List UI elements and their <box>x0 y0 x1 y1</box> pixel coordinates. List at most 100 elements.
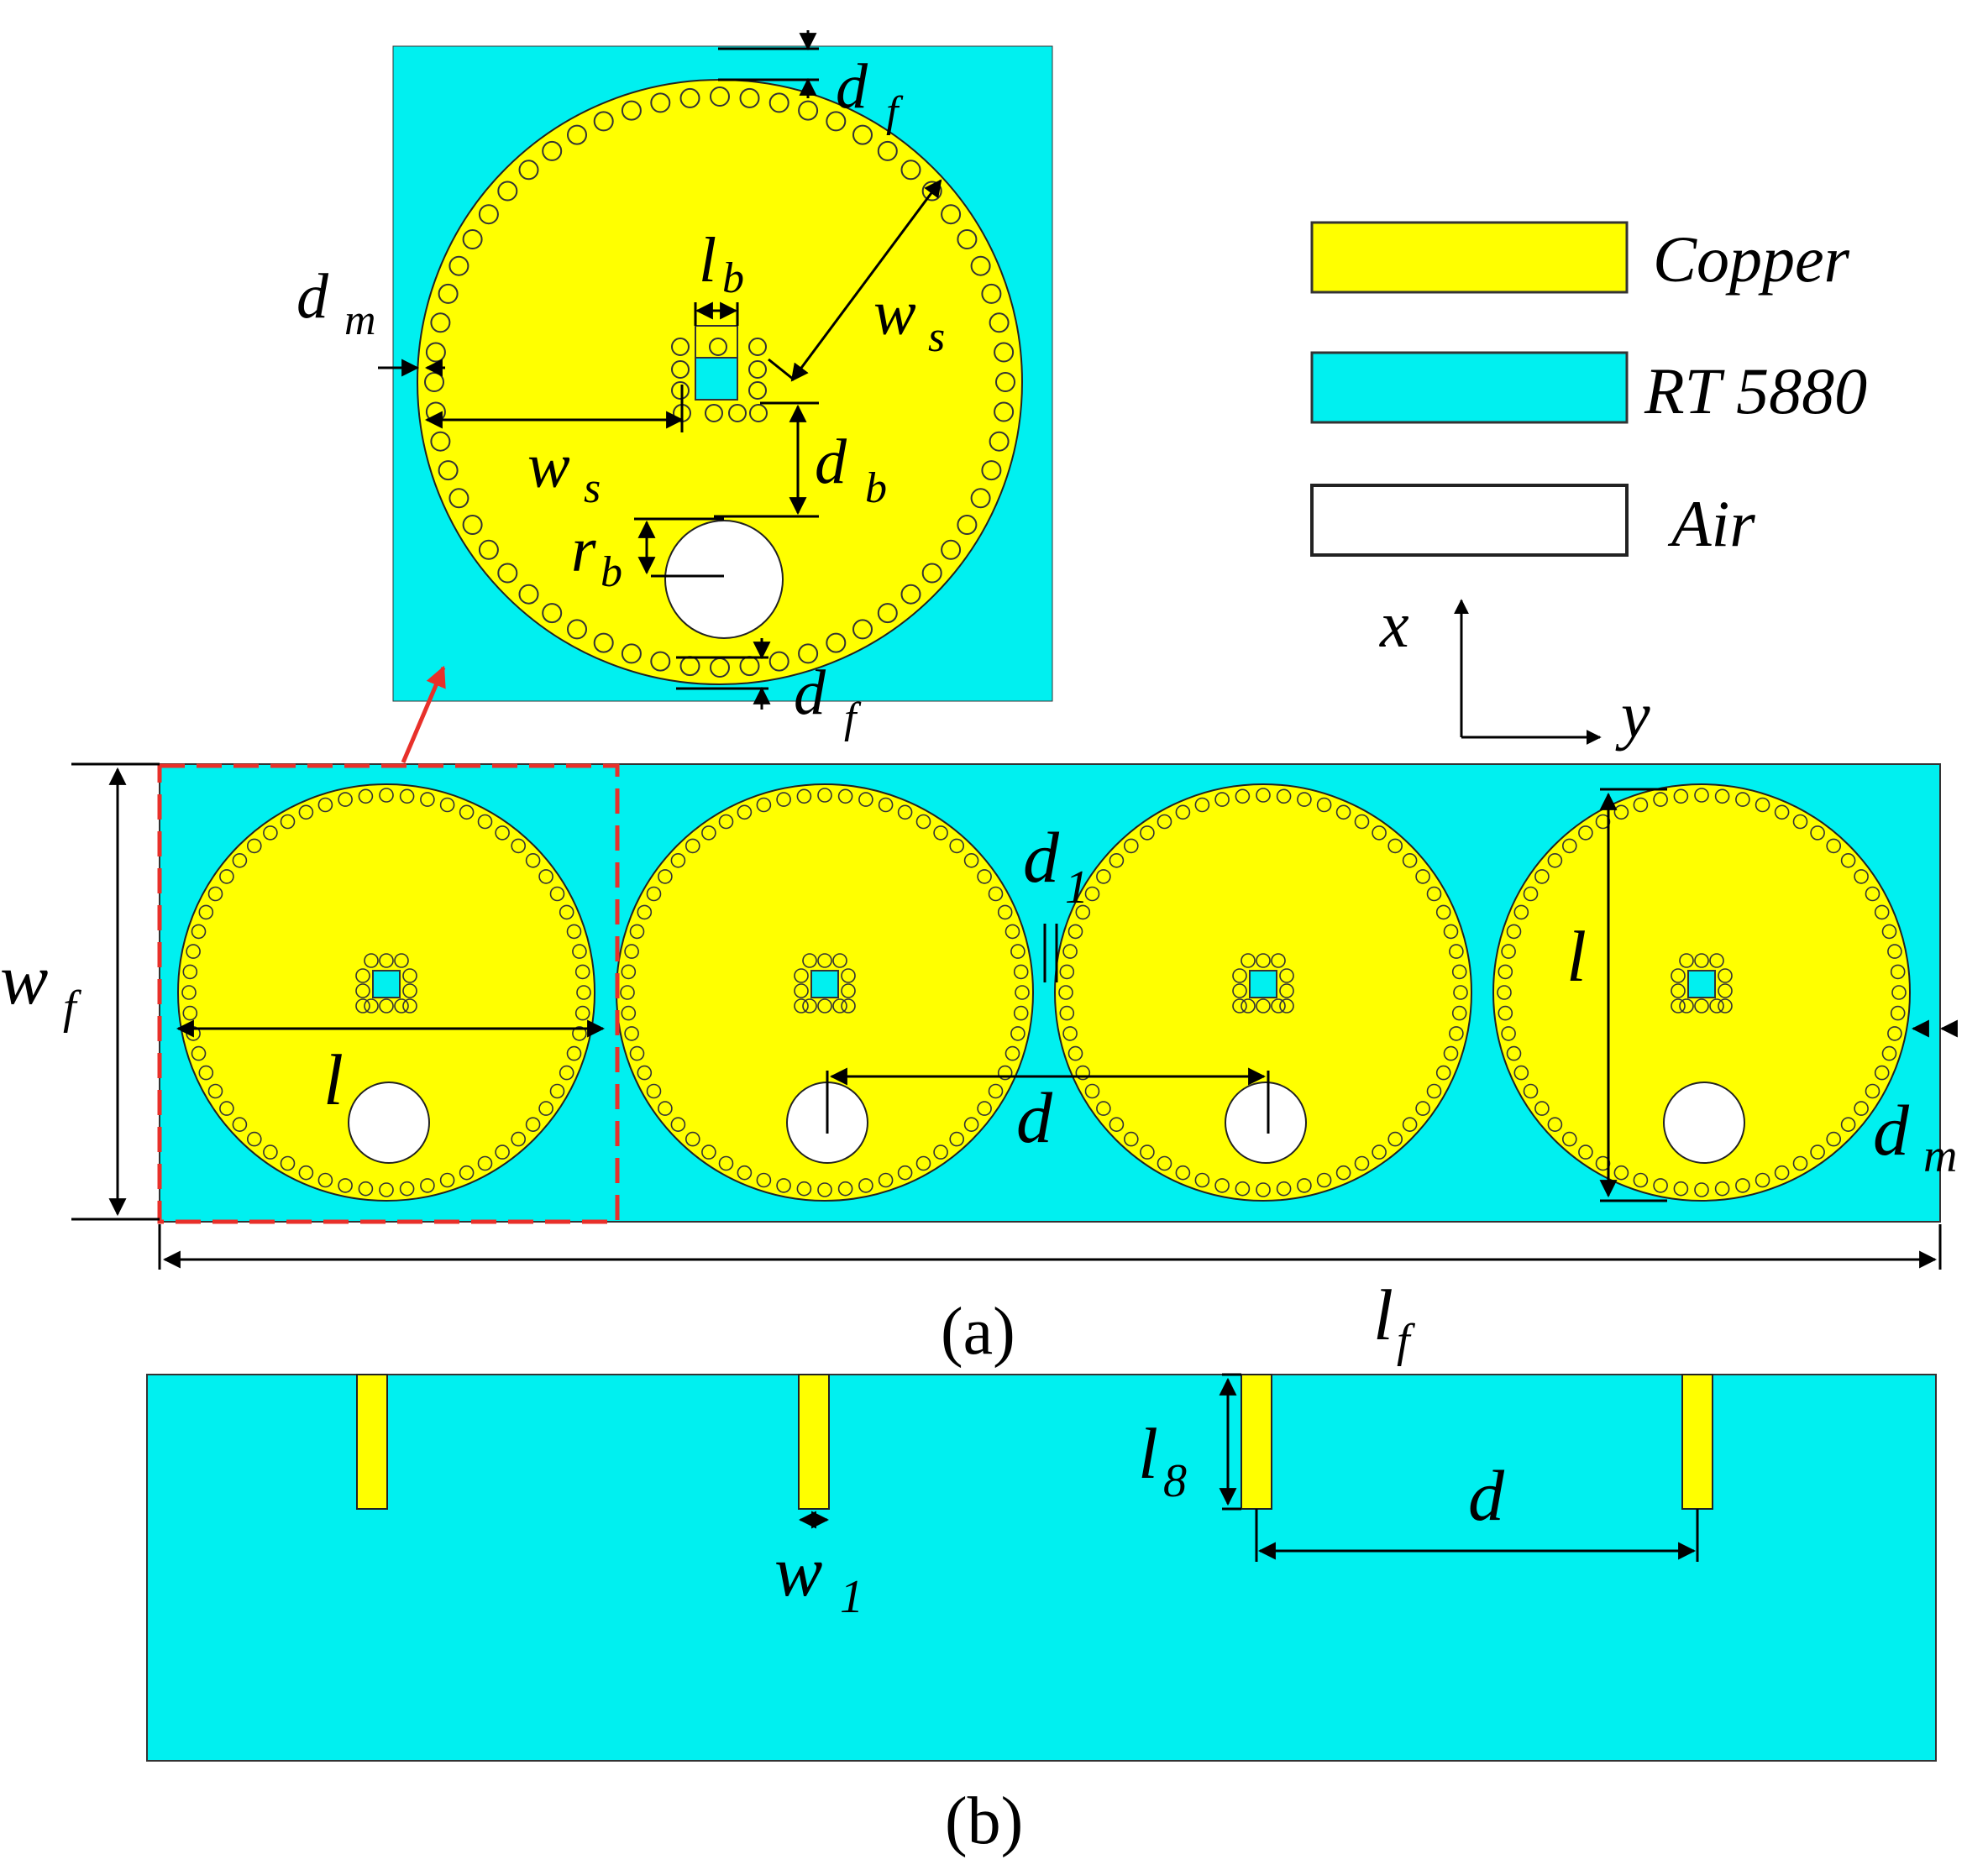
slot-via <box>394 953 409 968</box>
shorting-via <box>1157 1155 1172 1171</box>
detail-via <box>462 229 483 249</box>
shorting-via <box>1501 1026 1516 1041</box>
detail-via <box>542 603 563 624</box>
shorting-via <box>624 944 639 959</box>
detail-via <box>941 539 962 560</box>
detail-via <box>989 431 1010 452</box>
shorting-via <box>1096 1101 1111 1116</box>
shorting-via <box>1653 792 1668 807</box>
shorting-via <box>1175 804 1191 820</box>
shorting-via <box>232 1117 248 1132</box>
slot-via <box>394 998 409 1013</box>
shorting-via <box>1010 944 1025 959</box>
resonator-cell-4 <box>1492 783 1911 1202</box>
shorting-via <box>1276 788 1292 804</box>
shorting-via <box>1443 924 1459 940</box>
detail-via <box>852 619 873 640</box>
shorting-via <box>1426 886 1442 902</box>
side-via-1 <box>356 1374 388 1510</box>
slot-via <box>1256 998 1271 1013</box>
slot-via <box>1241 998 1256 1013</box>
shorting-via <box>549 886 565 902</box>
shorting-via <box>878 1172 894 1188</box>
shorting-via <box>219 1101 234 1116</box>
shorting-via <box>1673 1181 1689 1197</box>
detail-via <box>478 539 499 560</box>
shorting-via <box>837 788 853 804</box>
label-dm-array-sub: m <box>1923 1130 1957 1182</box>
shorting-via <box>963 853 979 868</box>
shorting-via <box>379 788 394 803</box>
shorting-via <box>1890 1005 1906 1021</box>
slot-via <box>402 983 417 998</box>
resonator-cell-1 <box>177 783 595 1202</box>
detail-air-hole <box>664 520 784 639</box>
detail-via <box>567 619 587 640</box>
detail-view: d f d f d m l b w s w s d b r b <box>296 30 1053 742</box>
label-df-bottom: d <box>794 657 826 728</box>
shorting-via <box>1194 1172 1210 1188</box>
shorting-via <box>549 1083 565 1099</box>
shorting-via <box>1714 788 1730 804</box>
shorting-via <box>949 838 964 854</box>
shorting-via <box>1354 1155 1370 1171</box>
shorting-via <box>837 1181 853 1197</box>
shorting-via <box>1451 964 1467 980</box>
shorting-via <box>1096 869 1111 884</box>
shorting-via <box>1084 886 1100 902</box>
shorting-via <box>1887 1026 1902 1041</box>
legend-rt5880-label: RT 5880 <box>1644 354 1867 427</box>
slot-via <box>355 998 370 1013</box>
label-ws-horizontal-sub: s <box>584 464 601 512</box>
axis-x-label: x <box>1379 588 1409 661</box>
shorting-via <box>1840 853 1856 868</box>
shorting-via <box>1075 904 1091 920</box>
shorting-via <box>525 1117 541 1132</box>
shorting-via <box>399 788 415 804</box>
zoom-arrow <box>401 665 446 763</box>
slot-via <box>364 998 379 1013</box>
shorting-via <box>1402 853 1418 868</box>
shorting-via <box>1140 825 1155 841</box>
shorting-via <box>559 904 574 920</box>
label-ws-horizontal: w <box>527 431 570 501</box>
detail-via <box>921 563 942 584</box>
label-df-top: d <box>836 51 868 122</box>
shorting-via <box>1109 853 1125 868</box>
shorting-via <box>1810 1144 1825 1160</box>
label-df-bottom-sub: f <box>844 694 862 742</box>
detail-via <box>518 160 539 181</box>
detail-via <box>497 563 518 584</box>
caption-b: (b) <box>945 1784 1023 1858</box>
label-db: d <box>815 427 847 497</box>
label-dm-detail-sub: m <box>344 296 376 344</box>
label-lb: l <box>699 225 716 296</box>
shorting-via <box>1372 825 1387 841</box>
shorting-via <box>701 825 716 841</box>
shorting-via <box>1140 1144 1155 1160</box>
shorting-via <box>1297 1178 1312 1193</box>
slot-via <box>817 998 832 1013</box>
shorting-via <box>1062 1026 1078 1041</box>
shorting-via <box>1501 944 1516 959</box>
shorting-via <box>897 1165 913 1181</box>
legend: Copper RT 5880 Air <box>1310 221 1867 560</box>
shorting-via <box>1826 1131 1841 1147</box>
shorting-via <box>1506 924 1522 940</box>
label-rb: r <box>571 515 596 585</box>
shorting-via <box>1578 825 1593 841</box>
legend-air-label: Air <box>1667 487 1755 560</box>
shorting-via <box>1402 1117 1418 1132</box>
detail-slot-vias <box>671 338 768 422</box>
shorting-via <box>1015 985 1030 1000</box>
shorting-via <box>566 924 582 940</box>
shorting-via <box>1256 788 1271 803</box>
detail-via <box>430 431 451 452</box>
side-substrate <box>146 1374 1937 1762</box>
shorting-via <box>756 1172 772 1188</box>
shorting-via <box>1335 1165 1351 1181</box>
detail-via <box>462 515 483 535</box>
shorting-via <box>576 985 591 1000</box>
shorting-via <box>858 1178 873 1193</box>
